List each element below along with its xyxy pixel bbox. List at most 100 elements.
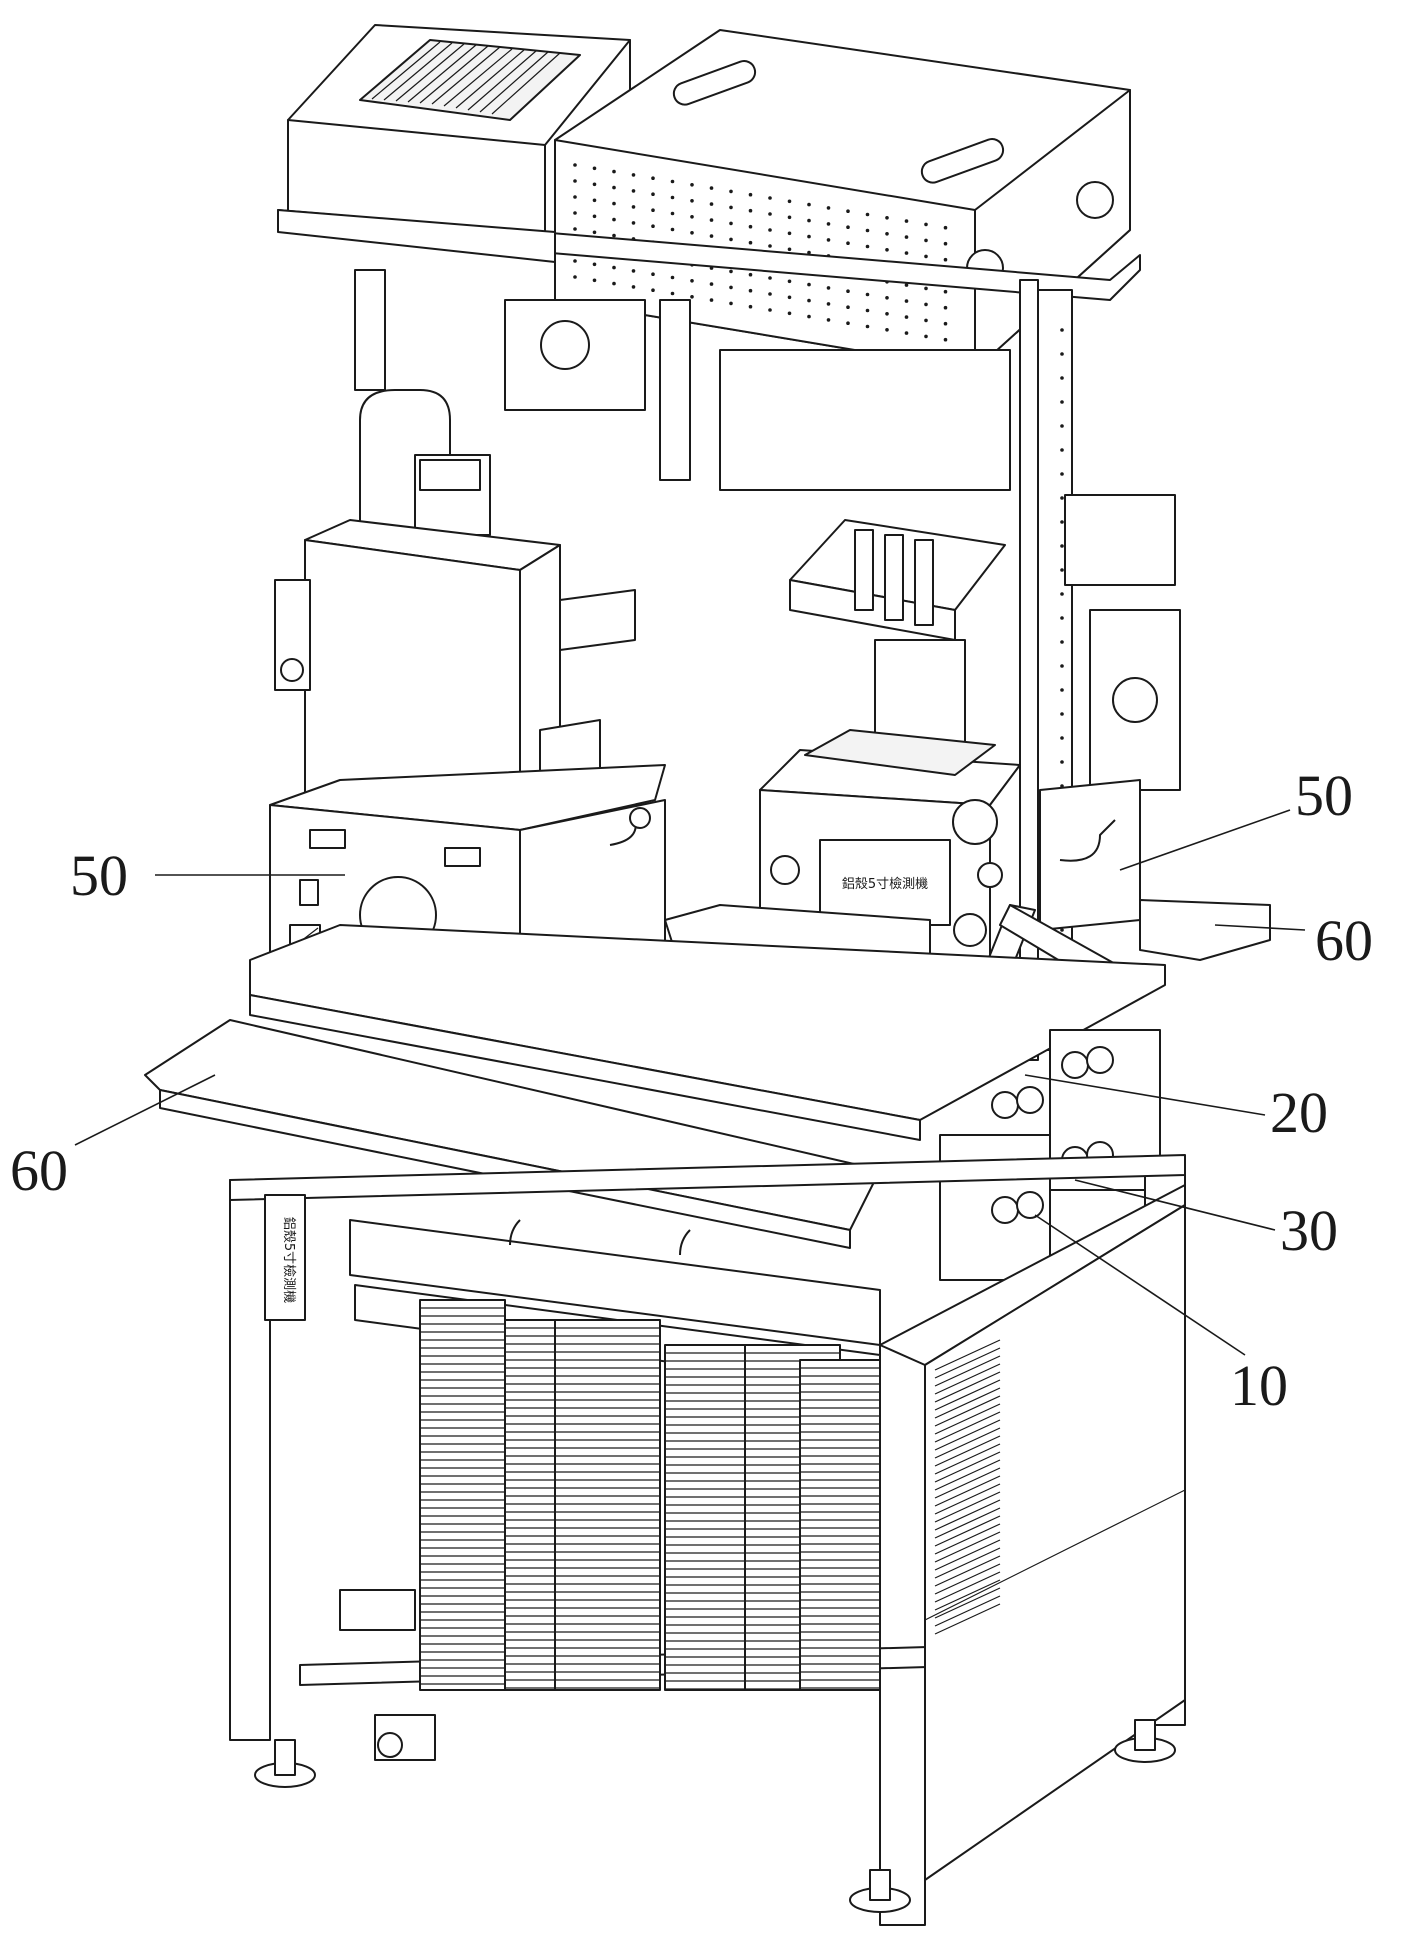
perforation-hole: [768, 244, 772, 248]
perforation-hole: [807, 218, 811, 223]
label-30: 30: [1280, 1198, 1338, 1263]
tray-stack-side: [934, 1339, 1001, 1635]
perforation-hole: [924, 238, 928, 243]
upright-hole: [1060, 616, 1064, 620]
tray-stack: [799, 1359, 881, 1691]
perforation-hole: [826, 238, 831, 242]
perforation-hole: [612, 217, 616, 222]
perforation-hole: [690, 279, 694, 283]
heat-sink: [359, 39, 581, 121]
perforation-hole: [768, 308, 772, 312]
perforation-hole: [924, 222, 928, 227]
upright-hole: [1060, 592, 1064, 596]
upright-hole: [1060, 400, 1064, 404]
perforation-hole: [592, 198, 597, 203]
tray-edge: [934, 1555, 1001, 1587]
perforation-hole: [592, 278, 597, 283]
perforation-hole: [631, 173, 636, 177]
tray-edge: [934, 1587, 1001, 1619]
tray-edge: [934, 1379, 1001, 1411]
upright-hole: [1060, 448, 1064, 452]
upright-hole: [1060, 640, 1064, 644]
perforation-hole: [807, 282, 811, 287]
perforation-hole: [670, 195, 675, 200]
upright-hole: [1060, 760, 1064, 764]
perforation-hole: [904, 235, 909, 239]
tray-edge: [934, 1579, 1001, 1611]
upright-hole: [1060, 352, 1064, 356]
perforation-hole: [690, 183, 694, 187]
perforation-hole: [943, 225, 948, 230]
perforation-hole: [592, 214, 597, 219]
perforation-hole: [807, 314, 811, 319]
perforation-hole: [670, 179, 675, 184]
label-20: 20: [1270, 1080, 1328, 1145]
perforation-hole: [943, 241, 948, 246]
leader-30: [1074, 1179, 1276, 1231]
perforation-hole: [787, 279, 792, 284]
perforation-hole: [612, 233, 616, 238]
perforation-hole: [865, 228, 870, 233]
perforation-hole: [573, 163, 577, 167]
perforation-hole: [748, 208, 753, 213]
tray-stack-body: [419, 1299, 506, 1691]
perforation-hole: [748, 224, 753, 229]
leader-60-left: [74, 1074, 216, 1146]
perforation-hole: [826, 206, 831, 210]
perforation-hole: [904, 299, 909, 303]
perforation-hole: [924, 254, 928, 259]
perforation-hole: [709, 234, 714, 238]
perforation-hole: [729, 301, 733, 306]
tray-edge: [934, 1499, 1001, 1531]
tray-edge: [934, 1419, 1001, 1451]
perforation-hole: [826, 318, 831, 322]
perforation-hole: [748, 272, 753, 277]
perforation-hole: [729, 269, 733, 274]
perforation-hole: [631, 189, 636, 193]
perforation-hole: [943, 337, 948, 342]
perforation-hole: [904, 251, 909, 255]
perforation-hole: [612, 185, 616, 190]
tray-stack-body: [799, 1359, 881, 1691]
perforation-hole: [768, 212, 772, 216]
perforation-hole: [592, 182, 597, 187]
perforation-hole: [807, 202, 811, 207]
perforation-hole: [924, 318, 928, 323]
perforation-hole: [651, 208, 655, 212]
tray-edge: [934, 1443, 1001, 1475]
tray-edge: [934, 1347, 1001, 1379]
perforation-hole: [573, 195, 577, 199]
perforation-hole: [924, 286, 928, 291]
perforation-hole: [904, 315, 909, 319]
perforation-hole: [807, 250, 811, 255]
perforation-hole: [924, 334, 928, 339]
perforation-hole: [787, 231, 792, 236]
tray-edge: [934, 1467, 1001, 1499]
upright-hole: [1060, 328, 1064, 332]
perforation-hole: [943, 289, 948, 294]
label-50-right: 50: [1295, 763, 1353, 828]
leader-50-right: [1119, 809, 1291, 871]
tray-stack-body: [504, 1319, 561, 1691]
perforation-hole: [573, 211, 577, 215]
label-60-right: 60: [1315, 908, 1373, 973]
perforation-hole: [904, 219, 909, 223]
tray-stack-body: [664, 1344, 746, 1691]
perforation-hole: [690, 295, 694, 299]
perforation-hole: [846, 289, 850, 294]
perforation-hole: [631, 285, 636, 289]
perforation-hole: [768, 196, 772, 200]
perforation-hole: [651, 288, 655, 293]
perforation-hole: [651, 272, 655, 277]
perforation-hole: [826, 302, 831, 306]
tray-stack: [554, 1319, 661, 1691]
tray-edge: [934, 1475, 1001, 1507]
perforation-hole: [904, 283, 909, 287]
perforation-hole: [885, 296, 889, 300]
perforation-hole: [729, 205, 733, 210]
left-test-unit: [269, 389, 666, 1021]
upright-hole: [1060, 520, 1064, 524]
perforation-hole: [943, 305, 948, 310]
top-slot: [672, 60, 757, 106]
tray-edge: [934, 1339, 1001, 1371]
